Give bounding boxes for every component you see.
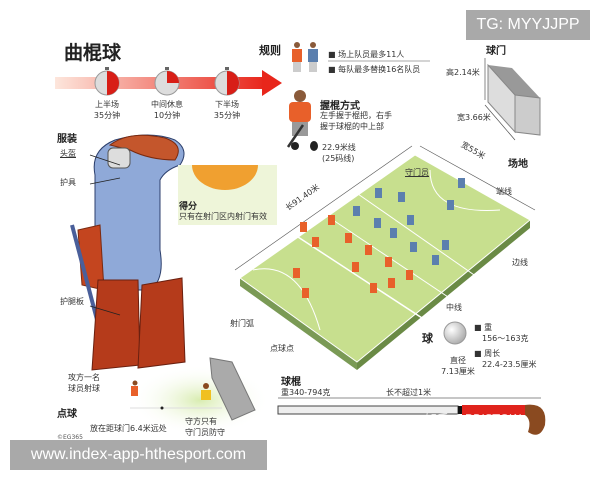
ball-circ-value: 22.4-23.5厘米 [482, 360, 537, 369]
ball-diameter: 直径 7.13厘米 [441, 355, 475, 377]
ball-diameter-label: 直径 [450, 356, 466, 365]
line-22-9m-label: 22.9米线 [322, 143, 356, 152]
rule-text: 每队最多替换16名队员 [338, 65, 421, 74]
stick-weight: 重340-794克 [281, 388, 331, 397]
goalkeeper-figure [70, 134, 186, 371]
clock-icon [214, 67, 240, 96]
shin-guard-label: 护腿板 [60, 297, 84, 306]
penalty-attacker: 攻方一名球员射球 [68, 372, 100, 394]
clock-icon [154, 67, 180, 96]
timeline-break: 中间休息 10分钟 [147, 99, 187, 121]
grip-line: 左手握于棍把，右手 [320, 111, 392, 120]
protector-label: 护具 [60, 178, 76, 187]
center-line-label: 中线 [446, 303, 462, 312]
goalkeeper-label: 守门员 [405, 168, 429, 177]
credit: ©EG365 [57, 434, 83, 441]
penalty-heading: 点球 [57, 409, 77, 420]
stick-length: 长不超过1米 [386, 388, 432, 397]
timeline-value: 35分钟 [213, 111, 241, 120]
timeline-second-half: 下半场 35分钟 [211, 99, 243, 121]
timeline-label: 上半场 [95, 100, 119, 109]
website-banner: www.index-app-hthesport.com [10, 440, 267, 470]
timeline-label: 下半场 [215, 100, 239, 109]
ball-weight-label: 重 [484, 323, 493, 332]
penalty-spot-label: 点球点 [270, 344, 294, 353]
goal-height: 高2.14米 [446, 68, 480, 77]
ball-diameter-value: 7.13厘米 [441, 367, 475, 376]
grip-line: 握于球棍的中上部 [320, 122, 384, 131]
rules-heading: 规则 [259, 44, 281, 57]
line-25yd-label: (25码线) [322, 154, 355, 163]
field-heading: 场地 [508, 159, 528, 170]
page-title: 曲棍球 [64, 42, 122, 64]
rule-item: ■ 场上队员最多11人 [328, 50, 405, 59]
penalty-defender: 守方只有守门员防守 [185, 416, 225, 438]
timeline-value: 35分钟 [93, 111, 121, 120]
goal-width: 宽3.66米 [457, 113, 491, 122]
grip-heading: 握棍方式 [320, 101, 360, 112]
helmet-label: 头盔 [60, 149, 76, 158]
goal-heading: 球门 [486, 46, 506, 57]
goal-drawing [484, 58, 541, 141]
timeline-value: 10分钟 [153, 111, 181, 120]
ball-circ-label: 周长 [484, 349, 501, 358]
grip-player-figure [286, 90, 318, 151]
hockey-stick-drawing [277, 397, 546, 435]
timeline-first-half: 上半场 35分钟 [91, 99, 123, 121]
clock-icon [94, 67, 120, 96]
ball-drawing [443, 321, 467, 345]
rule-text: 场上队员最多11人 [338, 50, 405, 59]
timeline-label: 中间休息 [151, 100, 183, 109]
ball-weight-value: 156～163克 [482, 334, 529, 343]
tg-badge: TG: MYYJJPP [466, 10, 590, 40]
blue-team-players [353, 178, 465, 265]
stick-heading: 球棍 [281, 377, 301, 388]
scoring-illustration [178, 165, 277, 225]
equipment-heading: 服装 [57, 134, 77, 145]
shooting-arc-label: 射门弧 [230, 319, 254, 328]
end-line-label: 端线 [496, 187, 512, 196]
scoring-text: 只有在射门区内射门有效 [179, 212, 267, 221]
side-line-label: 边线 [512, 258, 528, 267]
penalty-position: 放在距球门6.4米远处 [90, 424, 167, 433]
player-icons [292, 42, 430, 72]
penalty-defender-line: 守门员防守 [185, 428, 225, 437]
penalty-attacker-line: 球员射球 [68, 384, 100, 393]
penalty-attacker-line: 攻方一名 [68, 373, 100, 382]
scoring-heading: 得分 [179, 202, 198, 212]
red-team-players [293, 215, 413, 298]
ball-heading: 球 [422, 332, 433, 345]
penalty-scene [130, 357, 256, 421]
watermark: 知乎 @BRISTOW [425, 412, 522, 426]
penalty-defender-line: 守方只有 [185, 417, 217, 426]
rule-item: ■ 每队最多替换16名队员 [328, 65, 421, 74]
